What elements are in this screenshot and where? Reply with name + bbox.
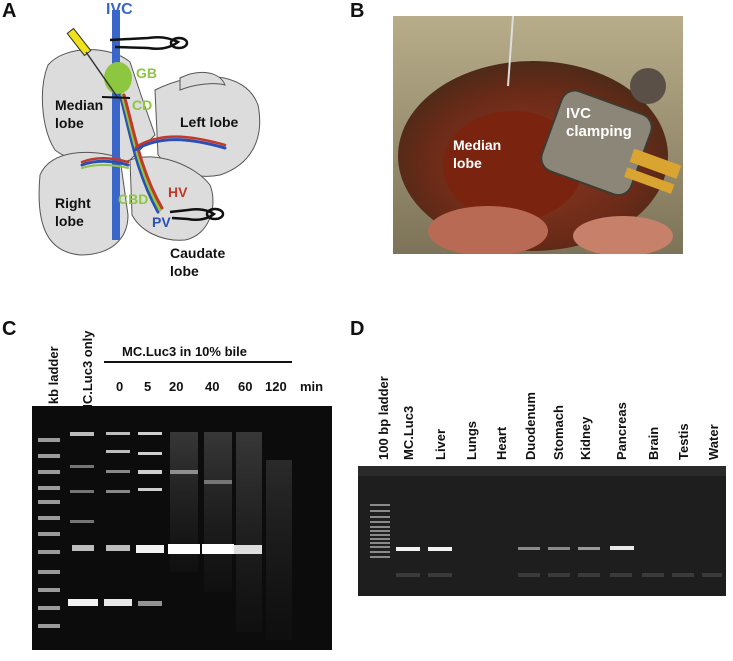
right-branch-green bbox=[81, 164, 129, 169]
timepoint-label: 40 bbox=[205, 379, 219, 394]
unit-label: min bbox=[300, 379, 323, 394]
label-gb: GB bbox=[136, 65, 157, 81]
timepoint-label: 60 bbox=[238, 379, 252, 394]
lane-label: 100 bp ladder bbox=[376, 376, 391, 460]
syringe-icon bbox=[66, 27, 119, 99]
condition-label: MC.Luc3 in 10% bile bbox=[122, 344, 247, 359]
panel-c-gel: 1 kb ladder MC.Luc3 only MC.Luc3 in 10% … bbox=[32, 330, 332, 650]
band-kidney bbox=[578, 547, 600, 550]
right-lobe-shape bbox=[38, 151, 129, 256]
left-branch-red bbox=[134, 135, 227, 149]
left-lobe-tip bbox=[179, 71, 226, 91]
bottom-clamp-icon bbox=[169, 207, 225, 222]
gel-c-image bbox=[32, 406, 332, 650]
band-stomach bbox=[548, 547, 570, 550]
band-liver bbox=[428, 547, 452, 551]
lane-label: Kidney bbox=[578, 416, 593, 460]
lane-label-1kb-ladder: 1 kb ladder bbox=[46, 346, 61, 415]
lane-label: Testis bbox=[676, 423, 691, 460]
timepoint-label: 0 bbox=[116, 379, 123, 394]
label-ivc: IVC bbox=[106, 1, 133, 18]
left-branch-blue bbox=[133, 138, 227, 152]
ivc-clamp-device bbox=[540, 89, 682, 197]
panel-letter-b: B bbox=[350, 0, 365, 22]
label-cbd: CBD bbox=[118, 191, 148, 207]
band-duodenum bbox=[518, 547, 540, 550]
clamp-marker-line bbox=[101, 96, 131, 99]
lane-label: Pancreas bbox=[614, 402, 629, 460]
panel-letter-d: D bbox=[350, 318, 365, 340]
lane-label: Liver bbox=[433, 429, 448, 460]
lane-label: Lungs bbox=[464, 421, 479, 460]
lane-label: Heart bbox=[494, 426, 509, 460]
lane-label: Stomach bbox=[551, 405, 566, 460]
label-cd: CD bbox=[132, 97, 152, 113]
lane-label: Brain bbox=[646, 427, 661, 460]
timepoint-labels: 0 5 20 40 60 120 bbox=[116, 379, 287, 394]
ivc-vessel bbox=[112, 10, 120, 240]
timepoint-label: 120 bbox=[265, 379, 287, 394]
panel-letter-c: C bbox=[2, 318, 17, 340]
timepoint-label: 20 bbox=[169, 379, 183, 394]
panel-letter-a: A bbox=[2, 0, 17, 22]
lane-label: Duodenum bbox=[523, 392, 538, 460]
band-mc-luc3 bbox=[396, 547, 420, 551]
right-branch-blue bbox=[80, 159, 130, 167]
gel-d-image bbox=[358, 466, 726, 596]
band-pancreas bbox=[610, 546, 634, 550]
panel-d-gel: 100 bp ladder MC.Luc3 Liver Lungs Heart … bbox=[358, 376, 726, 596]
lane-labels-d: 100 bp ladder MC.Luc3 Liver Lungs Heart … bbox=[376, 376, 721, 460]
lane-label-mc-luc3-only: MC.Luc3 only bbox=[80, 330, 95, 415]
timepoint-label: 5 bbox=[144, 379, 151, 394]
right-branch-red bbox=[80, 157, 130, 164]
lane-label: MC.Luc3 bbox=[401, 406, 416, 460]
label-hv: HV bbox=[168, 184, 188, 200]
label-pv: PV bbox=[152, 214, 171, 230]
hv-vessel bbox=[122, 93, 164, 210]
lane-label: Water bbox=[706, 424, 721, 460]
label-left-lobe: Left lobe bbox=[180, 114, 239, 130]
top-clamp-icon bbox=[109, 35, 189, 50]
gallbladder-shape bbox=[104, 62, 132, 94]
